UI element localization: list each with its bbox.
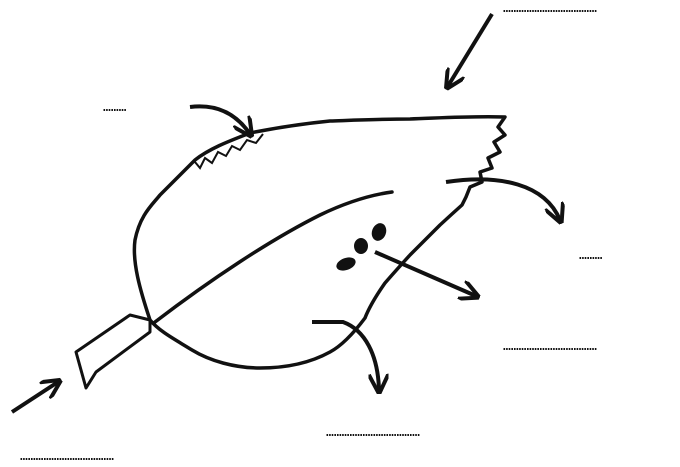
label-blank-right-mid: ……… (579, 249, 602, 263)
label-blank-bottom-left: ……………………………… (20, 450, 114, 464)
label-blank-top-left: ……… (103, 101, 126, 115)
arrow-spots (375, 252, 476, 296)
arrow-top-right (448, 14, 492, 86)
leaf-midrib (155, 192, 392, 322)
leaf-spot (354, 238, 368, 254)
leaf-petiole (76, 315, 150, 388)
label-blank-right-lower: ……………………………… (503, 340, 597, 354)
arrow-top-left (190, 106, 250, 134)
label-blank-bottom-mid: ……………………………… (326, 426, 420, 440)
label-blank-top-right: ……………………………… (503, 2, 597, 16)
arrow-petiole (12, 382, 58, 412)
leaf-spot (369, 221, 388, 243)
leaf-spot (335, 255, 358, 273)
leaf-blade-outline (134, 117, 505, 368)
